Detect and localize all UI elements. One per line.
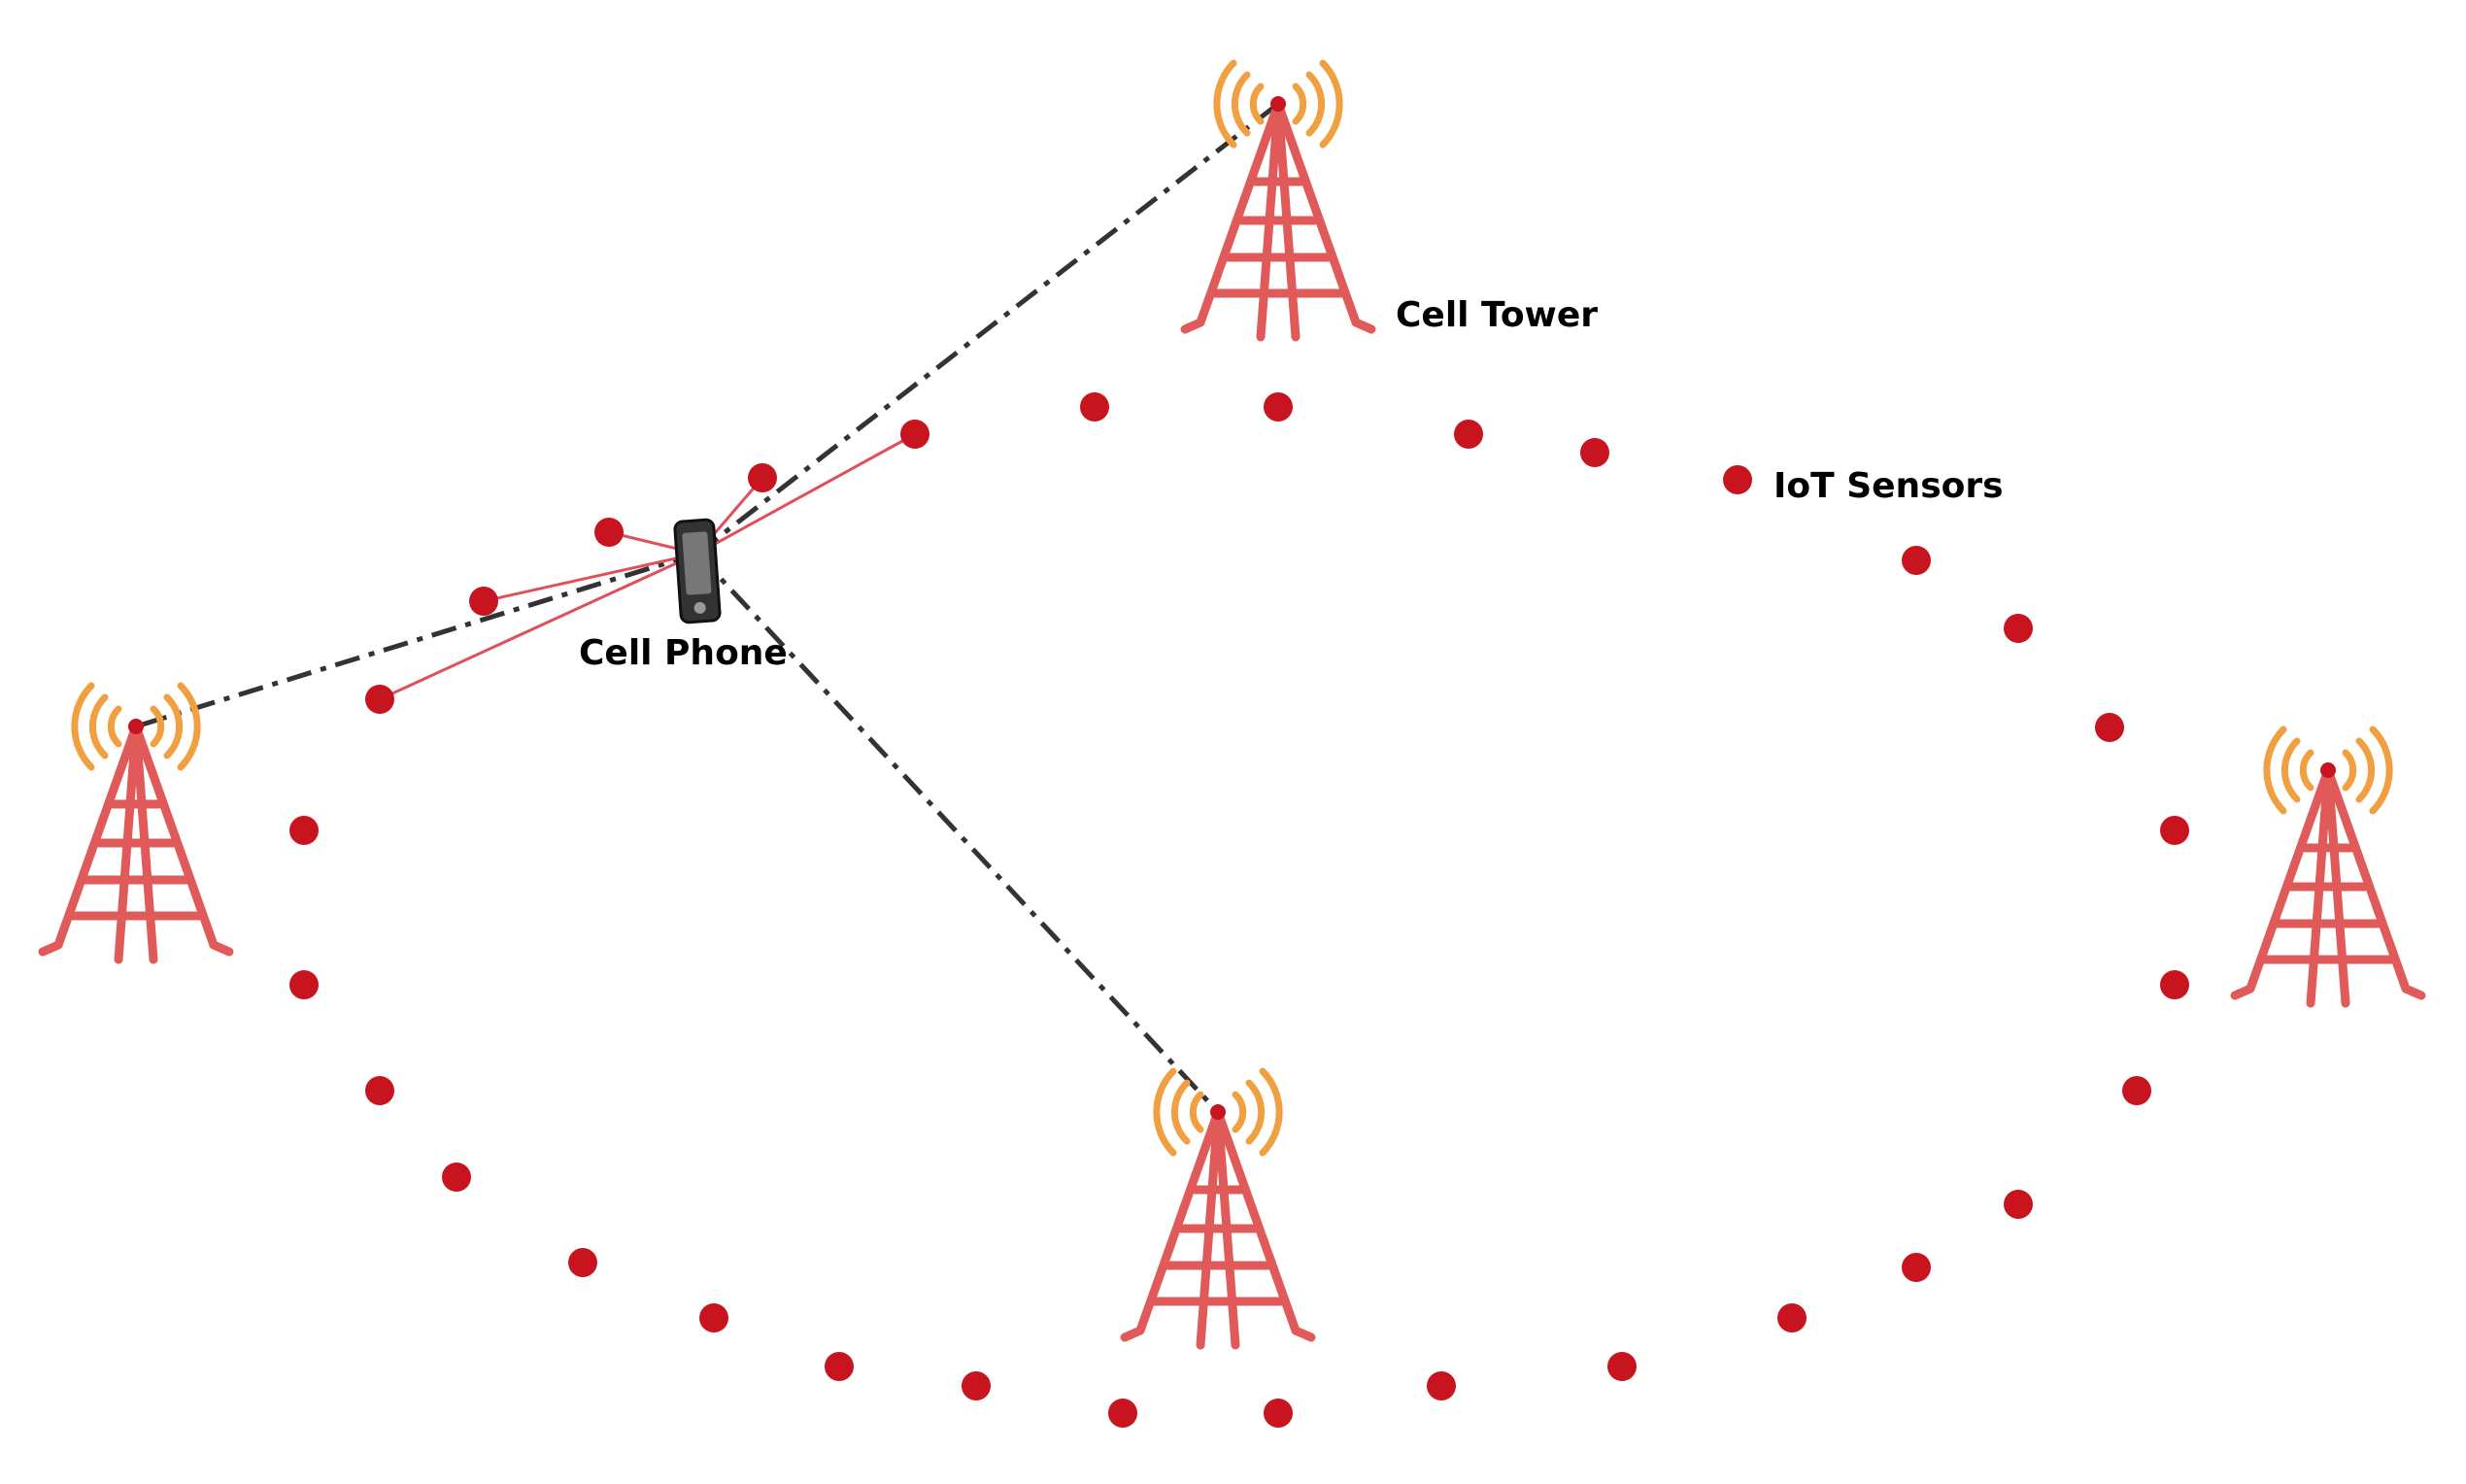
- cell-phone-icon: [673, 518, 722, 624]
- sensor-dot: [1264, 1399, 1293, 1428]
- cell-tower-icon: [1125, 1071, 1311, 1345]
- sensor-dot: [469, 587, 498, 616]
- sensor-dot: [1777, 1303, 1807, 1332]
- cell-phone-label: Cell Phone: [579, 633, 788, 673]
- sensor-dot: [2004, 1190, 2033, 1219]
- sensor-dot: [1723, 465, 1752, 494]
- link-phone-sensor: [379, 552, 698, 701]
- sensor-dot: [1427, 1371, 1456, 1400]
- sensor-dot: [1264, 392, 1293, 422]
- sensor-dot: [1080, 392, 1109, 422]
- sensor-dot: [2004, 614, 2033, 643]
- cell-tower-icon: [1185, 63, 1371, 337]
- sensor-dot: [1607, 1352, 1637, 1381]
- sensor-dot: [1902, 546, 1931, 575]
- tower-links: [135, 102, 1280, 1114]
- cell-tower-icon: [43, 686, 229, 960]
- sensor-dot: [594, 518, 624, 547]
- sensor-dot: [1580, 438, 1609, 467]
- link-phone-sensor: [696, 432, 916, 556]
- iot-sensors: [289, 392, 2189, 1428]
- sensor-dot: [1108, 1399, 1137, 1428]
- cell-tower-icon: [2235, 729, 2421, 1003]
- sensor-dot: [699, 1303, 728, 1332]
- sensor-dot: [289, 816, 319, 845]
- sensor-dot: [1902, 1253, 1931, 1282]
- sensor-dot: [442, 1163, 471, 1192]
- sensor-dot: [365, 1076, 394, 1105]
- sensor-dot: [289, 970, 319, 999]
- iot-sensors-label: IoT Sensors: [1773, 466, 2004, 506]
- sensor-dot: [2122, 1076, 2151, 1105]
- sensor-dot: [2160, 816, 2189, 845]
- sensor-dot: [568, 1248, 597, 1277]
- sensor-dot: [2160, 970, 2189, 999]
- sensor-dot: [900, 420, 929, 449]
- link-phone-to-top-tower: [695, 102, 1280, 556]
- sensor-dot: [365, 685, 394, 714]
- sensor-dot: [962, 1371, 991, 1400]
- sensor-dot: [748, 463, 777, 492]
- sensor-dot: [2095, 713, 2124, 742]
- sensor-dot: [1454, 420, 1483, 449]
- sensor-dot: [825, 1352, 854, 1381]
- link-phone-sensor: [483, 552, 698, 603]
- cell-tower-label: Cell Tower: [1396, 295, 1598, 335]
